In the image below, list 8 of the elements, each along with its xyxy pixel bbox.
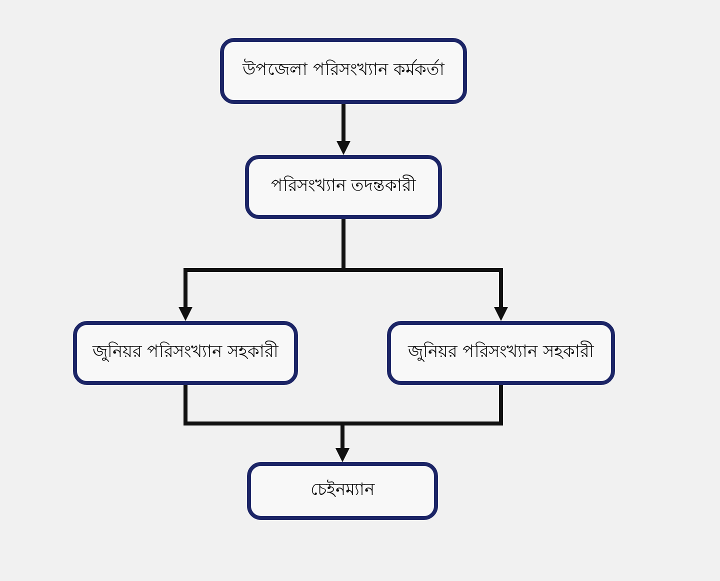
role-box: পরিসংখ্যান তদন্তকারী — [245, 155, 442, 219]
connector-arrow — [342, 219, 508, 321]
role-box: উপজেলা পরিসংখ্যান কর্মকর্তা — [220, 38, 467, 104]
connector-arrow — [336, 104, 350, 155]
role-box: জুনিয়র পরিসংখ্যান সহকারী — [387, 321, 615, 385]
role-box: জুনিয়র পরিসংখ্যান সহকারী — [73, 321, 298, 385]
role-box: চেইনম্যান — [247, 462, 438, 520]
connector-arrow — [336, 385, 503, 462]
